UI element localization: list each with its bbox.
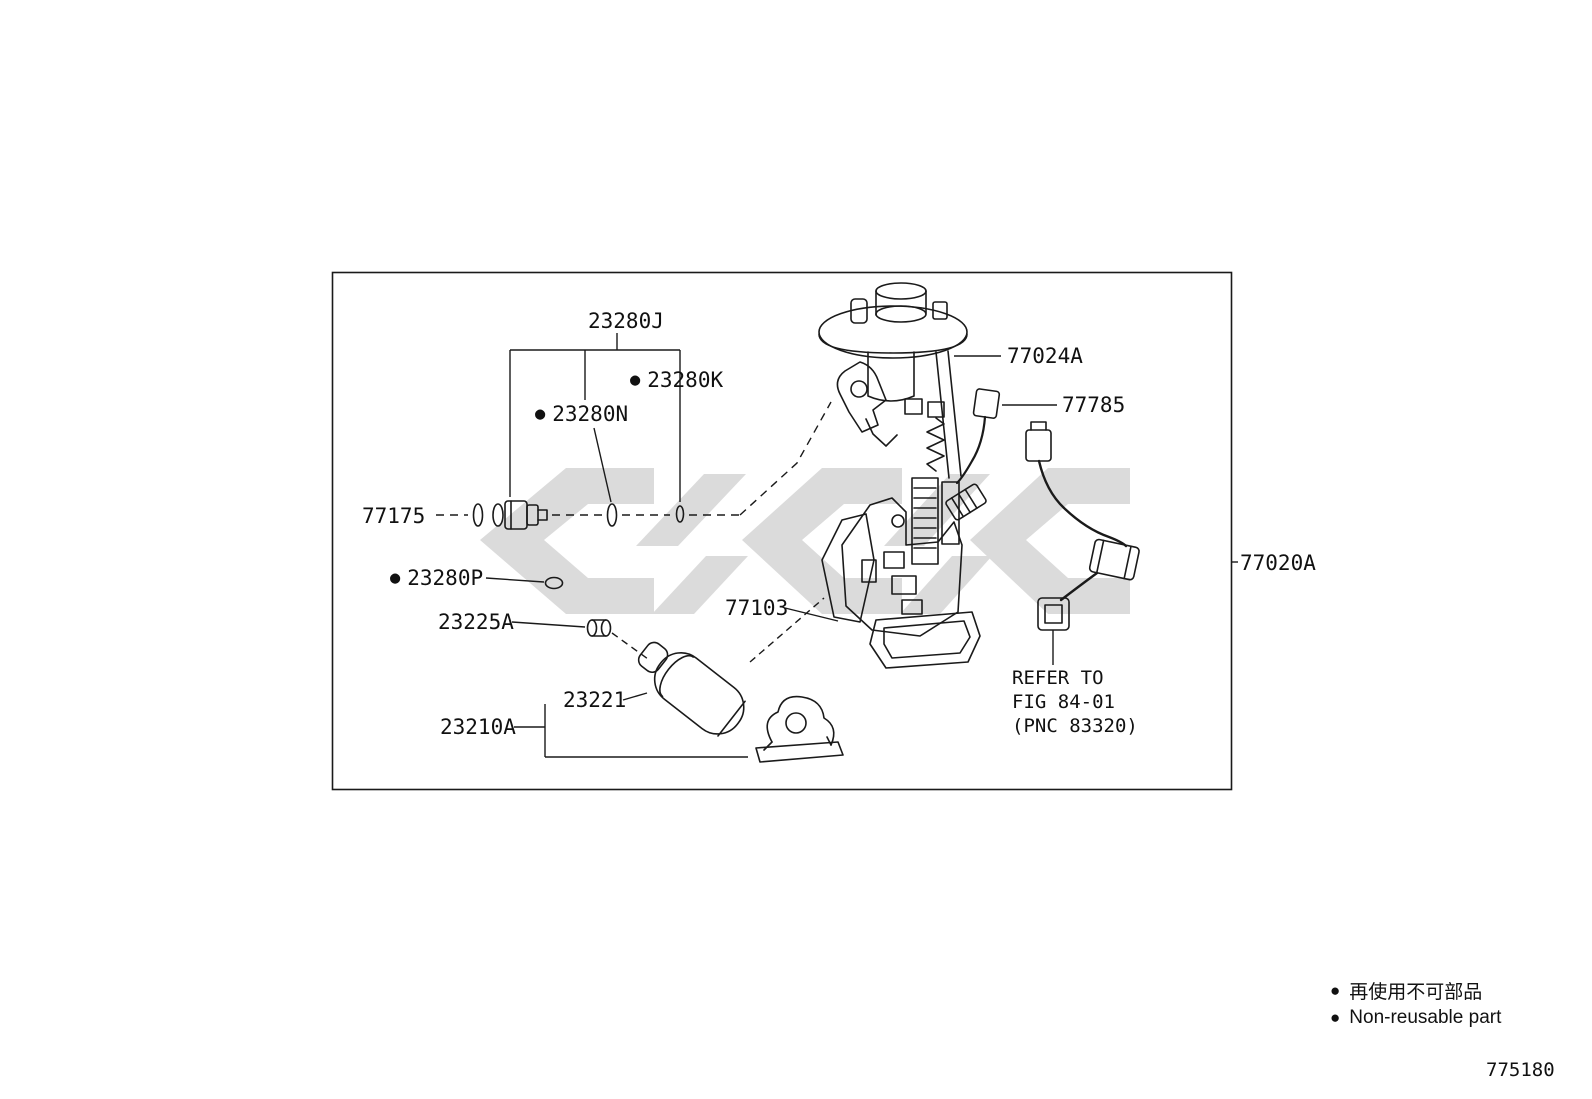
figure-number: 775180: [1486, 1059, 1555, 1081]
legend-row-en: ● Non-reusable part: [1330, 1004, 1501, 1031]
refer-note: REFER TO FIG 84-01 (PNC 83320): [1012, 666, 1138, 738]
part-number: 23280N: [552, 402, 629, 426]
suction-plate-assembly: [818, 282, 968, 479]
float-arm: [836, 361, 898, 447]
legend-text-en: Non-reusable part: [1349, 1006, 1502, 1028]
non-reusable-icon: ●: [1330, 981, 1341, 1000]
part-number: 77024A: [1007, 344, 1083, 368]
non-reusable-icon: ●: [390, 568, 401, 588]
non-reusable-icon: ●: [535, 404, 546, 424]
diagram-border: [331, 271, 1233, 791]
refer-note-line2: FIG 84-01: [1012, 691, 1115, 713]
grommet-23280P: [544, 576, 564, 590]
part-label-77020A: 77020A: [1240, 551, 1316, 576]
part-label-77024A: 77024A: [1007, 344, 1083, 369]
part-label-23280J: 23280J: [588, 309, 664, 334]
part-number: 23280J: [588, 309, 664, 333]
pressure-regulator: [492, 500, 548, 530]
refer-note-line1: REFER TO: [1012, 667, 1104, 689]
oring-small-left: [472, 503, 484, 527]
part-label-23221: 23221: [563, 688, 626, 713]
part-number: 23280P: [407, 566, 484, 590]
part-number: 77103: [725, 596, 789, 620]
harness-77785: [945, 388, 1001, 521]
part-number: 23280K: [647, 368, 724, 392]
harness-long: [1025, 421, 1140, 631]
part-number: 77020A: [1240, 551, 1316, 575]
oring-23280K: [675, 505, 685, 523]
legend: ● 再使用不可部品 ● Non-reusable part: [1330, 977, 1501, 1031]
part-drawings: [472, 282, 1140, 763]
part-label-77785: 77785: [1062, 393, 1125, 418]
part-label-23225A: 23225A: [438, 610, 514, 635]
pump-bracket: [821, 477, 981, 669]
legend-text-jp: 再使用不可部品: [1349, 982, 1483, 1003]
fuel-pump: [637, 641, 746, 737]
tube-23225A: [586, 619, 612, 637]
part-number: 23210A: [440, 715, 516, 739]
non-reusable-icon: ●: [1330, 1008, 1341, 1027]
part-number: 23221: [563, 688, 627, 712]
part-label-23280N: ● 23280N: [535, 402, 628, 427]
part-label-23280P: ● 23280P: [390, 566, 483, 591]
pump-clamp: [755, 695, 844, 763]
spring: [926, 401, 945, 472]
part-label-77103: 77103: [725, 596, 788, 621]
part-label-77175: 77175: [362, 504, 425, 529]
part-number: 77785: [1062, 393, 1126, 417]
part-label-23210A: 23210A: [440, 715, 516, 740]
legend-row-jp: ● 再使用不可部品: [1330, 977, 1501, 1004]
part-number: 23225A: [438, 610, 514, 634]
refer-note-line3: (PNC 83320): [1012, 715, 1138, 737]
callout-lines: [436, 333, 1238, 758]
watermark-logo: [480, 468, 1130, 614]
non-reusable-icon: ●: [630, 370, 641, 390]
part-label-23280K: ● 23280K: [630, 368, 723, 393]
part-number: 77175: [362, 504, 426, 528]
oring-23280N: [606, 503, 618, 527]
